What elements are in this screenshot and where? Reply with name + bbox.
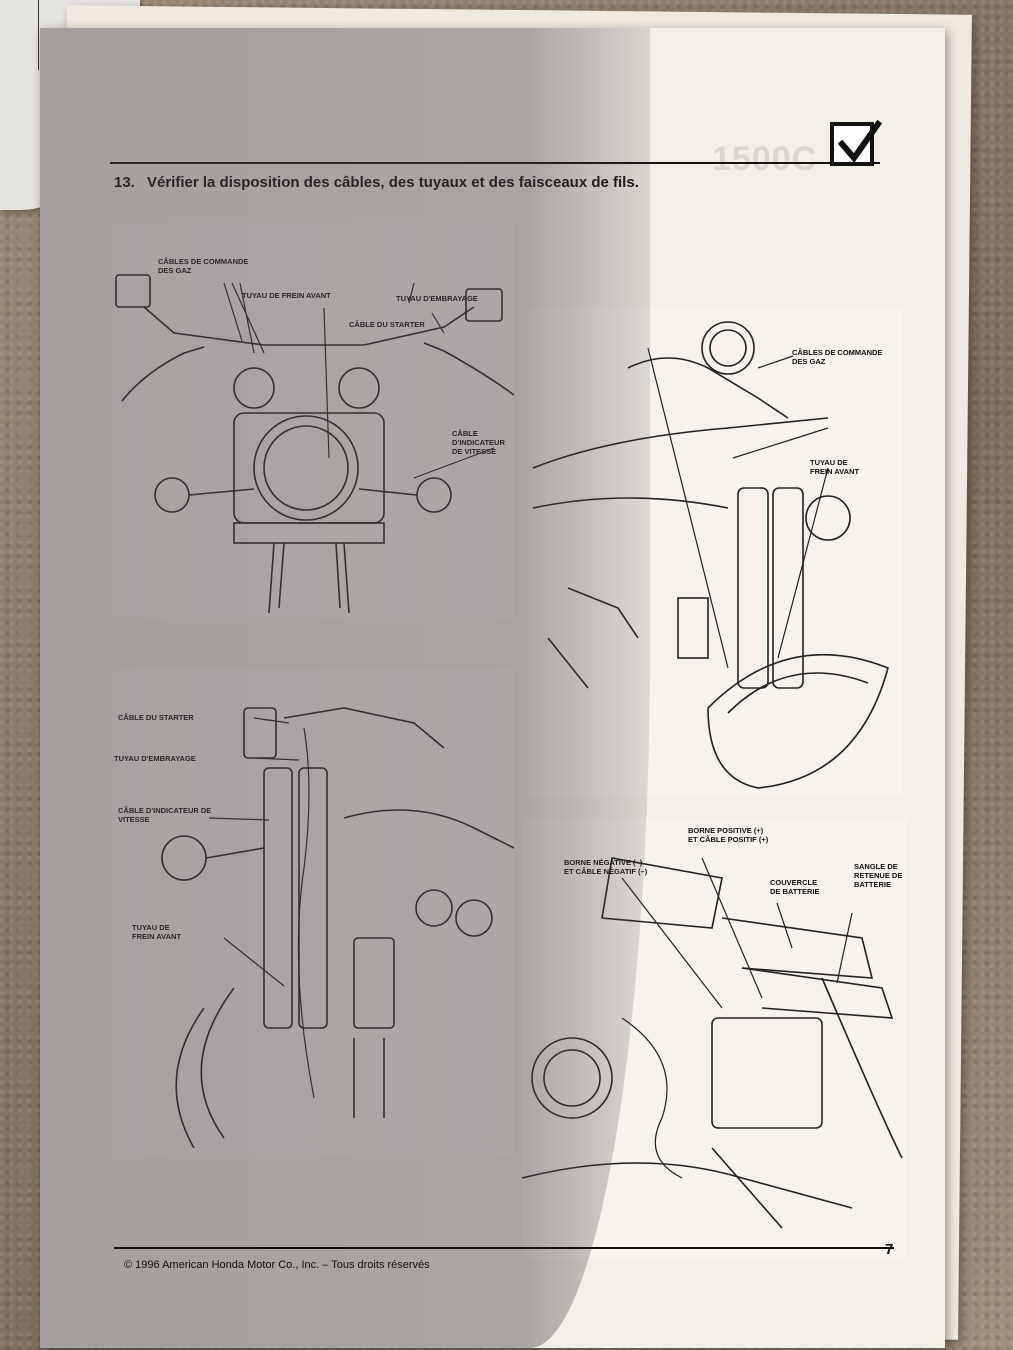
label-throttle-cables-right: CÂBLES DE COMMANDE DES GAZ bbox=[792, 348, 883, 366]
footer-rule bbox=[114, 1247, 894, 1249]
step-number: 13. bbox=[114, 174, 135, 191]
manual-page: 1500C 13. Vérifier la disposition des câ… bbox=[40, 28, 945, 1348]
diagram-battery: BORNE POSITIVE (+) ET CÂBLE POSITIF (+) … bbox=[522, 818, 907, 1258]
label-starter-cable: CÂBLE DU STARTER bbox=[349, 320, 425, 329]
diagram-handlebar-front: CÂBLES DE COMMANDE DES GAZ TUYAU DE FREI… bbox=[114, 223, 514, 618]
label-front-brake-hose-right: TUYAU DE FREIN AVANT bbox=[810, 458, 860, 476]
label-clutch-hose-left: TUYAU D'EMBRAYAGE bbox=[114, 754, 196, 763]
label-negative-terminal: BORNE NÉGATIVE (–) ET CÂBLE NÉGATIF (–) bbox=[564, 858, 648, 876]
diagram-fork-side: CÂBLES DE COMMANDE DES GAZ TUYAU DE FREI… bbox=[528, 308, 903, 798]
ghost-page-header: 1500C bbox=[712, 140, 818, 178]
label-throttle-cables: CÂBLES DE COMMANDE DES GAZ bbox=[158, 257, 249, 275]
header-rule bbox=[110, 162, 880, 164]
diagram-left-side: CÂBLE DU STARTER TUYAU D'EMBRAYAGE CÂBLE… bbox=[114, 668, 514, 1158]
copyright-notice: © 1996 American Honda Motor Co., Inc. – … bbox=[124, 1259, 430, 1271]
page-number: 7 bbox=[885, 1241, 894, 1258]
label-starter-cable-left: CÂBLE DU STARTER bbox=[118, 713, 194, 722]
label-battery-cover: COUVERCLE DE BATTERIE bbox=[770, 878, 820, 896]
label-front-brake-hose: TUYAU DE FREIN AVANT bbox=[242, 291, 331, 300]
step-heading: Vérifier la disposition des câbles, des … bbox=[147, 174, 639, 191]
checkmark-icon bbox=[830, 119, 883, 166]
label-positive-terminal: BORNE POSITIVE (+) ET CÂBLE POSITIF (+) bbox=[688, 826, 769, 844]
label-front-brake-hose-left: TUYAU DE FREIN AVANT bbox=[132, 923, 182, 941]
label-clutch-hose: TUYAU D'EMBRAYAGE bbox=[396, 294, 478, 303]
label-battery-strap: SANGLE DE RETENUE DE BATTERIE bbox=[854, 862, 903, 889]
label-speedometer-cable-left: CÂBLE D'INDICATEUR DE VITESSE bbox=[118, 806, 212, 824]
label-speedometer-cable: CÂBLE D'INDICATEUR DE VITESSE bbox=[452, 429, 505, 456]
